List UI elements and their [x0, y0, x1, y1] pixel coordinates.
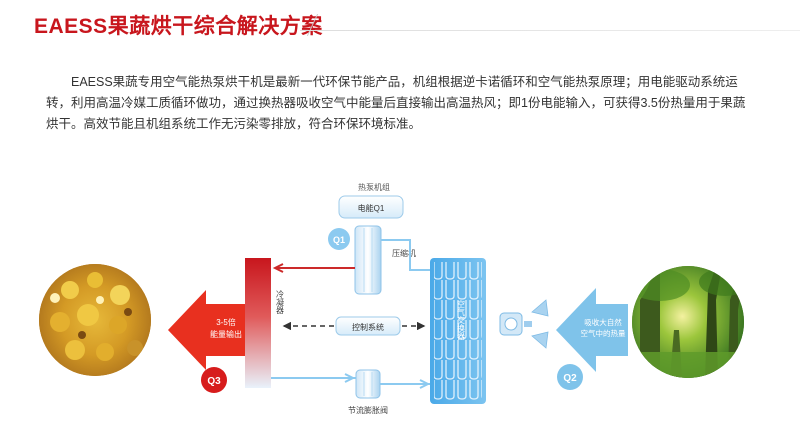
heat-absorption-label-line1: 吸收大自然	[584, 317, 622, 327]
energy-output-label-line1: 3-5倍	[216, 317, 236, 327]
q1-badge: Q1	[328, 228, 350, 250]
expansion-valve	[355, 369, 381, 399]
heat-pump-unit-label: 热泵机组	[358, 182, 390, 192]
energy-output-label-line2: 能量输出	[210, 329, 242, 339]
hot-refrigerant-pipe	[272, 263, 355, 273]
air-exchanger-label: 空气交换器	[457, 299, 466, 341]
energy-output-arrow	[168, 290, 246, 370]
liquid-pipe	[271, 373, 356, 383]
q1-label: Q1	[333, 235, 345, 245]
condenser-label: 冷凝器	[276, 289, 285, 315]
q2-badge: Q2	[557, 364, 583, 390]
suction-pipe	[381, 239, 430, 271]
expansion-valve-label: 节流膨胀阀	[348, 405, 388, 415]
control-system-box: 控制系统	[335, 316, 401, 336]
title-divider-line	[300, 30, 800, 31]
compressor	[354, 225, 382, 295]
electric-energy-label: 电能Q1	[358, 203, 385, 213]
page-title: EAESS果蔬烘干综合解决方案	[34, 15, 323, 38]
q3-label: Q3	[207, 376, 221, 387]
compressor-label: 压缩机	[392, 248, 416, 258]
dried-chrysanthemum-photo	[39, 264, 151, 376]
heat-absorption-label-line2: 空气中的热量	[581, 328, 626, 338]
air-exchanger	[430, 258, 486, 404]
fan-icon	[499, 299, 549, 349]
control-system-label: 控制系统	[352, 322, 384, 332]
electric-energy-box: 电能Q1	[338, 195, 404, 219]
heat-absorption-arrow	[556, 288, 628, 372]
evaporator-inlet-pipe	[380, 379, 431, 389]
forest-photo	[632, 266, 744, 378]
intro-paragraph: EAESS果蔬专用空气能热泵烘干机是最新一代环保节能产品，机组根据逆卡诺循环和空…	[46, 75, 746, 131]
condenser-bar	[245, 258, 271, 388]
q3-badge: Q3	[201, 367, 227, 393]
q2-label: Q2	[563, 373, 577, 384]
